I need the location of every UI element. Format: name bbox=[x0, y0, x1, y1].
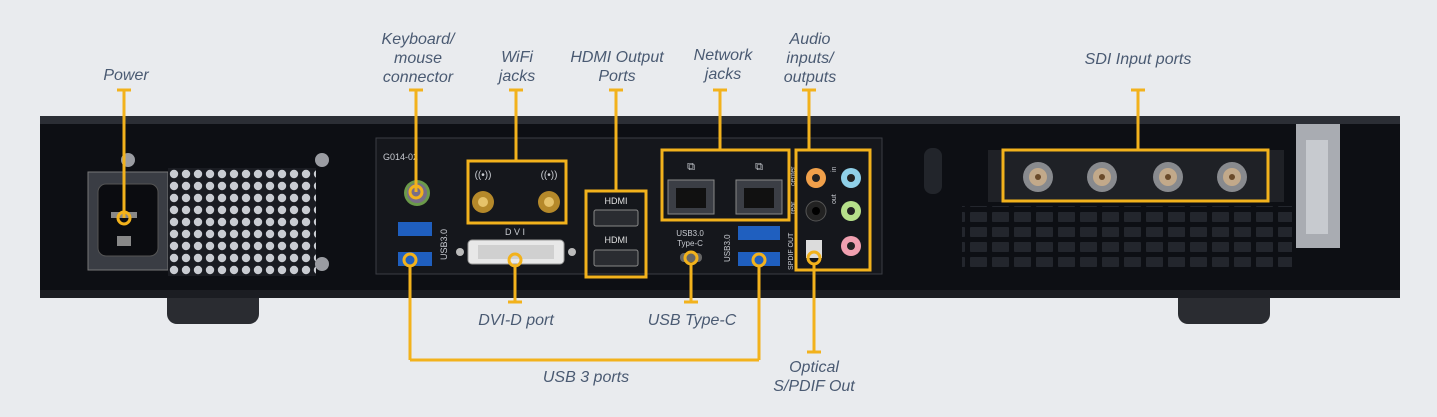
keyboard-mouse-label: Keyboard/ mouse connector bbox=[366, 30, 470, 87]
dvi-label: DVI-D port bbox=[466, 311, 566, 330]
sdi-port bbox=[1217, 162, 1247, 192]
hdmi-label-line: HDMI Output bbox=[570, 49, 664, 66]
power-label-line: Power bbox=[103, 67, 149, 84]
network-icon: ⧉ bbox=[755, 161, 763, 173]
hdmi-port bbox=[593, 209, 639, 227]
audio-in-text: in bbox=[831, 166, 838, 172]
power-label: Power bbox=[86, 66, 166, 85]
usb30-left-text: USB3.0 bbox=[439, 229, 449, 260]
audio-label-line: Audio bbox=[789, 31, 831, 48]
usb3-port bbox=[738, 226, 780, 240]
audio-rear-text: rear bbox=[790, 201, 797, 214]
usb30-right-text: USB3.0 bbox=[723, 234, 732, 262]
dvi-text: D V I bbox=[505, 227, 525, 237]
hdmi-port bbox=[593, 249, 639, 267]
hdmi-text-2: HDMI bbox=[605, 235, 628, 245]
screw bbox=[315, 153, 329, 167]
usbc-text-1: USB3.0 bbox=[676, 229, 704, 238]
wifi-label-line: jacks bbox=[498, 68, 536, 85]
sdi-label: SDI Input ports bbox=[1066, 50, 1210, 69]
optical-label-line: S/PDIF Out bbox=[773, 378, 855, 395]
network-label-line: Network bbox=[693, 47, 753, 64]
usbc-label-line: USB Type-C bbox=[647, 312, 737, 329]
dvi-label-line: DVI-D port bbox=[478, 312, 554, 329]
audio-center-text: center bbox=[790, 166, 797, 186]
usb3-label: USB 3 ports bbox=[524, 368, 648, 387]
usbc-port bbox=[680, 253, 702, 262]
usb3-label-line: USB 3 ports bbox=[542, 369, 630, 386]
optical-label: Optical S/PDIF Out bbox=[752, 358, 876, 396]
audio-label: Audio inputs/ outputs bbox=[770, 30, 850, 87]
hdmi-label: HDMI Output Ports bbox=[560, 48, 674, 86]
sdi-port bbox=[1153, 162, 1183, 192]
usbc-text-2: Type-C bbox=[677, 239, 703, 248]
audio-label-line: outputs bbox=[783, 69, 837, 86]
spdif-text: SPDIF OUT bbox=[788, 232, 795, 270]
keyboard-label-line: Keyboard/ bbox=[381, 31, 455, 48]
keyboard-label-line: connector bbox=[382, 69, 454, 86]
audio-label-line: inputs/ bbox=[786, 50, 834, 67]
sdi-port bbox=[1023, 162, 1053, 192]
network-icon: ⧉ bbox=[687, 161, 695, 173]
wifi-icon: ((•)) bbox=[541, 170, 558, 181]
power-inlet bbox=[97, 183, 159, 257]
sdi-label-line: SDI Input ports bbox=[1084, 51, 1192, 68]
usb3-port bbox=[738, 252, 780, 266]
psu-fan-grille bbox=[168, 168, 316, 276]
sdi-port bbox=[1087, 162, 1117, 192]
usb3-port bbox=[398, 222, 432, 236]
optical-label-line: Optical bbox=[789, 359, 839, 376]
network-label: Network jacks bbox=[680, 46, 766, 84]
tray-slot bbox=[924, 148, 942, 194]
callouts bbox=[116, 88, 1270, 362]
screw bbox=[315, 257, 329, 271]
keyboard-label-line: mouse bbox=[393, 50, 443, 67]
hdmi-label-line: Ports bbox=[598, 68, 636, 85]
audio-out-text: out bbox=[831, 194, 838, 204]
model-text: G014-02 bbox=[383, 152, 418, 162]
wifi-label-line: WiFi bbox=[501, 49, 533, 66]
vent-grille bbox=[962, 206, 1292, 272]
wifi-label: WiFi jacks bbox=[482, 48, 552, 86]
hdmi-text-1: HDMI bbox=[605, 196, 628, 206]
network-label-line: jacks bbox=[704, 66, 742, 83]
usbc-label: USB Type-C bbox=[632, 311, 752, 330]
wifi-icon: ((•)) bbox=[475, 170, 492, 181]
